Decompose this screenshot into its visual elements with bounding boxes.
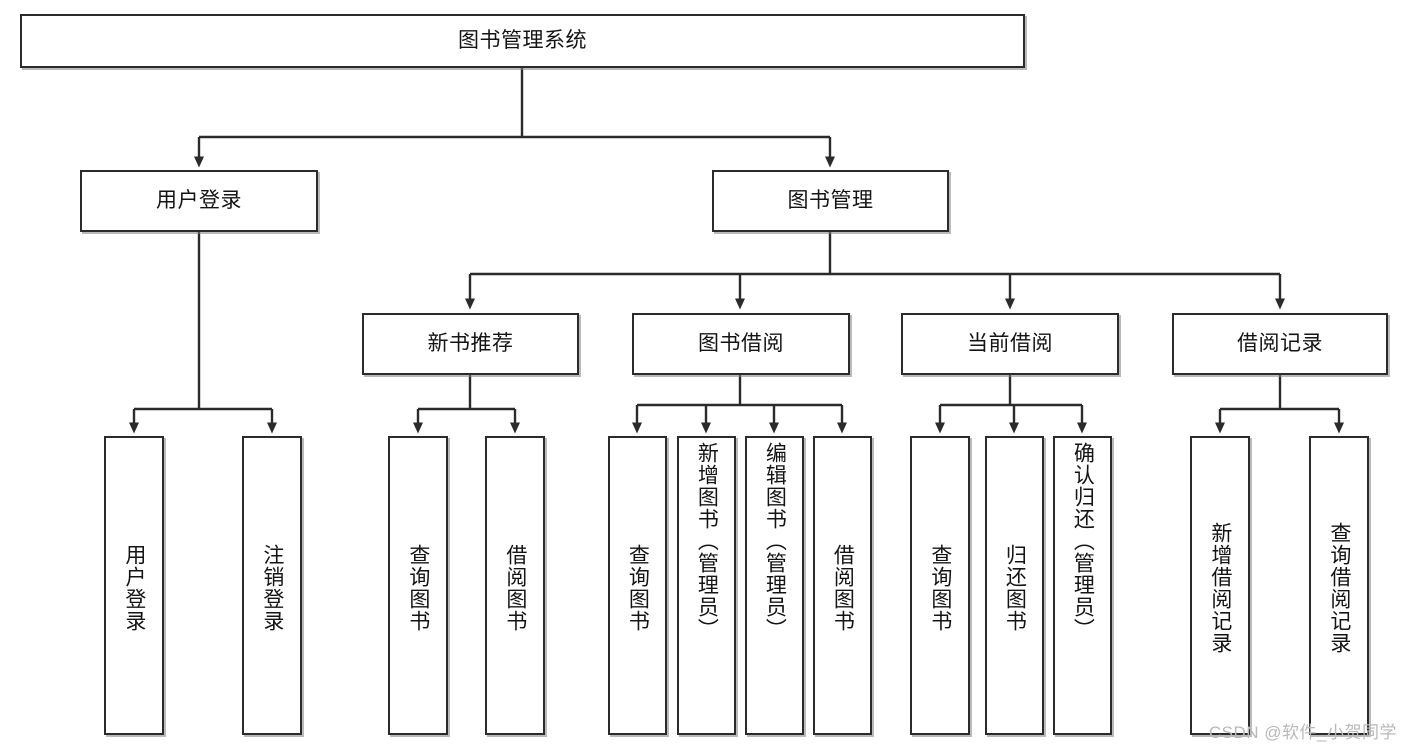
- leaf-query-book-borrow-label: 查询图书: [626, 543, 650, 632]
- leaf-edit-book-admin[interactable]: 编辑图书（管理员）: [745, 436, 804, 735]
- node-user-login[interactable]: 用户登录: [80, 170, 318, 232]
- leaf-query-book-current-label: 查询图书: [928, 543, 952, 632]
- leaf-add-book-admin[interactable]: 新增图书（管理员）: [677, 436, 736, 735]
- leaf-return-book[interactable]: 归还图书: [985, 436, 1044, 735]
- leaf-query-book-current[interactable]: 查询图书: [910, 436, 970, 735]
- node-borrow-record-label: 借阅记录: [1237, 331, 1323, 355]
- node-book-management[interactable]: 图书管理: [712, 170, 949, 232]
- watermark: CSDN @软件_小贺同学: [1208, 723, 1397, 742]
- leaf-borrow-book-label: 借阅图书: [831, 543, 855, 632]
- node-new-book-recommend-label: 新书推荐: [427, 331, 514, 355]
- leaf-borrow-book-recommend-label: 借阅图书: [503, 543, 527, 632]
- node-book-borrow[interactable]: 图书借阅: [632, 313, 850, 375]
- node-root-label: 图书管理系统: [458, 28, 587, 52]
- leaf-user-login[interactable]: 用户登录: [104, 436, 164, 735]
- leaf-query-borrow-record-label: 查询借阅记录: [1327, 521, 1351, 654]
- leaf-add-borrow-record-label: 新增借阅记录: [1208, 521, 1232, 654]
- leaf-confirm-return-admin-label: 确认归还（管理员）: [1071, 442, 1095, 640]
- node-user-login-label: 用户登录: [156, 188, 242, 212]
- leaf-return-book-label: 归还图书: [1003, 543, 1027, 632]
- node-book-management-label: 图书管理: [787, 188, 874, 212]
- leaf-borrow-book[interactable]: 借阅图书: [813, 436, 872, 735]
- leaf-user-logout-label: 注销登录: [260, 543, 284, 632]
- leaf-add-book-admin-label: 新增图书（管理员）: [695, 442, 719, 640]
- leaf-query-book-recommend-label: 查询图书: [406, 543, 430, 632]
- node-current-borrow-label: 当前借阅: [967, 331, 1053, 355]
- leaf-user-login-label: 用户登录: [122, 543, 146, 632]
- leaf-add-borrow-record[interactable]: 新增借阅记录: [1190, 436, 1250, 735]
- leaf-query-borrow-record[interactable]: 查询借阅记录: [1309, 436, 1369, 735]
- leaf-query-book-recommend[interactable]: 查询图书: [388, 436, 448, 735]
- leaf-confirm-return-admin[interactable]: 确认归还（管理员）: [1053, 436, 1112, 735]
- node-root[interactable]: 图书管理系统: [20, 14, 1025, 68]
- node-current-borrow[interactable]: 当前借阅: [901, 313, 1119, 375]
- node-book-borrow-label: 图书借阅: [698, 331, 784, 355]
- leaf-query-book-borrow[interactable]: 查询图书: [608, 436, 667, 735]
- leaf-borrow-book-recommend[interactable]: 借阅图书: [485, 436, 545, 735]
- node-new-book-recommend[interactable]: 新书推荐: [362, 313, 579, 375]
- leaf-user-logout[interactable]: 注销登录: [242, 436, 302, 735]
- node-borrow-record[interactable]: 借阅记录: [1172, 313, 1388, 375]
- leaf-edit-book-admin-label: 编辑图书（管理员）: [763, 442, 787, 640]
